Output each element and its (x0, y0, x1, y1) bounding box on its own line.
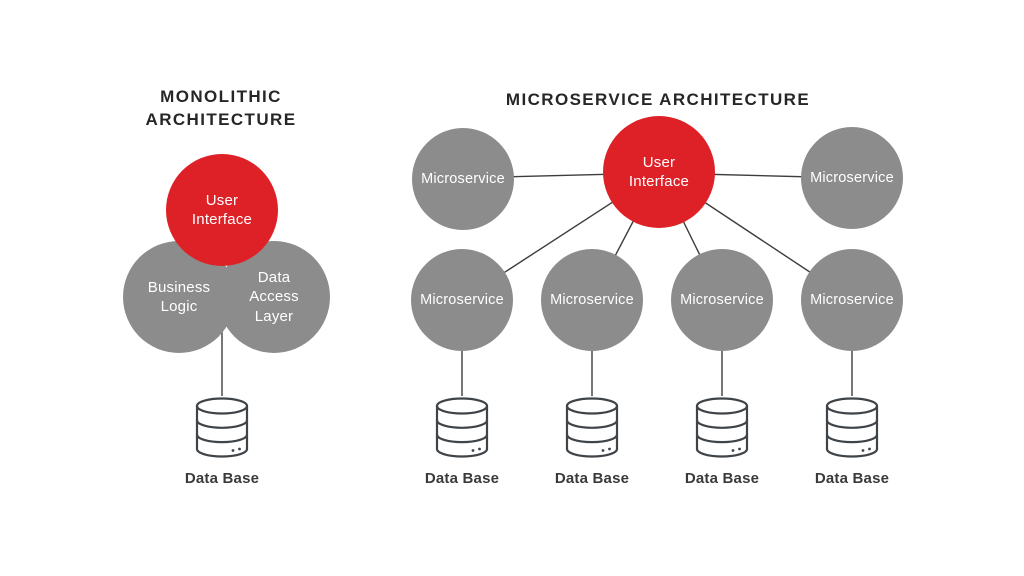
database-label: Data Base (684, 470, 760, 487)
microservice-label: Microservice (420, 291, 504, 308)
user-interface-label: User Interface (628, 153, 690, 190)
database-icon (824, 396, 880, 462)
database-icon (564, 396, 620, 462)
database-label: Data Base (424, 470, 500, 487)
microservice-label: Microservice (810, 291, 894, 308)
user-interface-circle: User Interface (603, 116, 715, 228)
microservice-top-right-circle: Microservice (801, 127, 903, 229)
database-label: Data Base (554, 470, 630, 487)
business-logic-label: Business Logic (147, 278, 211, 315)
microservice-bottom-3-circle: Microservice (671, 249, 773, 351)
database-label: Data Base (184, 470, 260, 487)
microservice-label: Microservice (680, 291, 764, 308)
microservice-title: MICROSERVICE ARCHITECTURE (505, 90, 811, 109)
microservice-label: Microservice (421, 170, 505, 187)
database-icon (434, 396, 490, 462)
microservice-bottom-2-circle: Microservice (541, 249, 643, 351)
database-label: Data Base (814, 470, 890, 487)
microservice-label: Microservice (810, 169, 894, 186)
database-icon (694, 396, 750, 462)
user-interface-label: User Interface (191, 191, 253, 228)
monolithic-title-line2: ARCHITECTURE (145, 110, 297, 129)
database-icon (194, 396, 250, 462)
microservice-top-left-circle: Microservice (412, 128, 514, 230)
microservice-label: Microservice (550, 291, 634, 308)
data-access-layer-label: Data Access Layer (249, 269, 299, 325)
microservice-bottom-4-circle: Microservice (801, 249, 903, 351)
monolithic-title-line1: MONOLITHIC (160, 87, 282, 106)
user-interface-circle: User Interface (166, 154, 278, 266)
microservice-bottom-1-circle: Microservice (411, 249, 513, 351)
monolithic-title: MONOLITHIC ARCHITECTURE (91, 85, 351, 131)
